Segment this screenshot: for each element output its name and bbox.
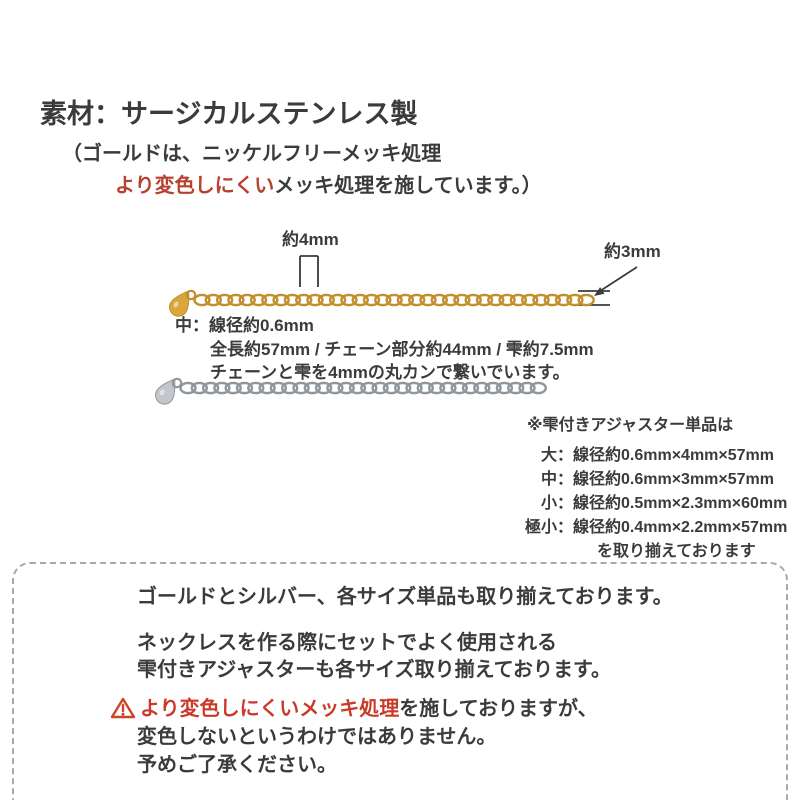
spec-connection: チェーンと雫を4mmの丸カンで繋いでいます。 <box>210 363 570 382</box>
warning-rest-text: を施しておりますが、 <box>399 698 598 720</box>
anti-tarnish-rest-text: メッキ処理を施しています。） <box>274 175 542 197</box>
size-list-item-medium: 中：線径約0.6mm×3mm×57mm <box>541 471 774 488</box>
warning-line-3: 予めご了承ください。 <box>137 754 337 776</box>
arrow-3mm <box>578 266 638 306</box>
label-3mm: 約3mm <box>604 242 661 261</box>
info-line-1: ゴールドとシルバー、各サイズ単品も取り揃えております。 <box>137 586 673 608</box>
size-list-item-large: 大：線径約0.6mm×4mm×57mm <box>541 447 774 464</box>
info-box <box>12 562 788 800</box>
info-line-2: ネックレスを作る際にセットでよく使用される <box>137 632 557 654</box>
warning-line-1: より変色しにくいメッキ処理を施しておりますが、 <box>140 697 598 721</box>
material-note-line1: （ゴールドは、ニッケルフリーメッキ処理 <box>62 143 442 165</box>
material-note-line2: より変色しにくいメッキ処理を施しています。） <box>115 174 542 198</box>
size-list-closing: を取り揃えております <box>597 543 756 560</box>
size-list-item-xsmall: 極小：線径約0.4mm×2.2mm×57mm <box>525 519 788 536</box>
warning-line-2: 変色しないというわけではありません。 <box>137 726 497 748</box>
material-title: 素材：サージカルステンレス製 <box>40 99 418 129</box>
measurement-marks <box>299 255 638 306</box>
spec-length: 全長約57mm / チェーン部分約44mm / 雫約7.5mm <box>210 340 594 359</box>
spec-diameter: 中：線径約0.6mm <box>175 316 314 335</box>
info-line-3: 雫付きアジャスターも各サイズ取り揃えております。 <box>137 659 611 681</box>
anti-tarnish-red-text: より変色しにくい <box>115 175 275 197</box>
size-list-item-small: 小：線径約0.5mm×2.3mm×60mm <box>541 495 788 512</box>
warning-red-text: より変色しにくいメッキ処理 <box>140 698 400 720</box>
label-4mm: 約4mm <box>282 230 339 249</box>
size-list-heading: ※雫付きアジャスター単品は <box>527 417 734 434</box>
bracket-4mm <box>299 255 319 287</box>
